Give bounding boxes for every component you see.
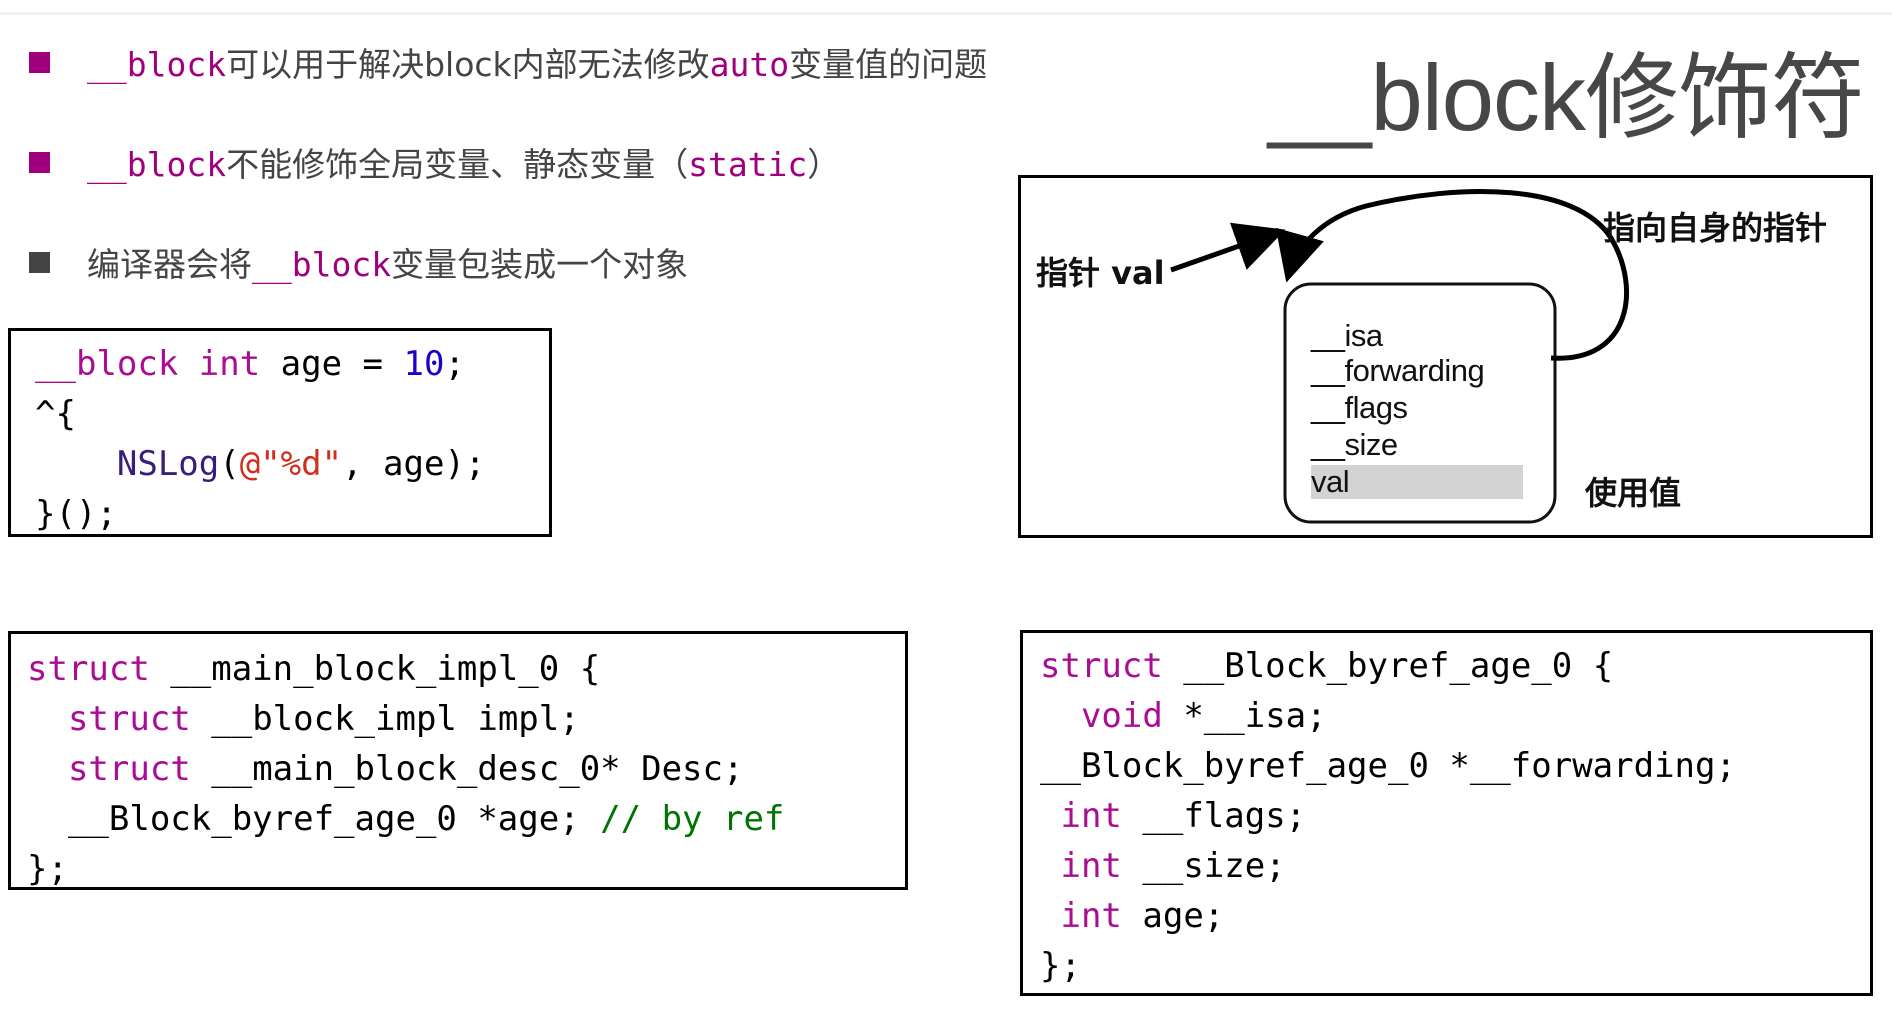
bullet-text: 编译器会将__block变量包装成一个对象 <box>87 238 688 286</box>
bullet-text-run: 变量值的问题 <box>789 45 988 84</box>
code-token <box>178 344 198 384</box>
code-line: __Block_byref_age_0 *age; // by ref <box>27 794 905 844</box>
code-line: }(); <box>35 489 549 539</box>
code-token <box>1040 896 1060 936</box>
code-token: }; <box>27 849 68 889</box>
code-line: struct __block_impl impl; <box>27 694 905 744</box>
field-flags: __flags <box>1311 390 1408 425</box>
diagram-arrows <box>1170 189 1630 524</box>
code-token: int <box>1060 846 1122 886</box>
bullet-item-2: __block不能修饰全局变量、静态变量（static） <box>29 138 840 186</box>
code-line: }; <box>27 844 905 894</box>
inline-code: static <box>688 145 808 184</box>
code-token: __Block_byref_age_0 { <box>1162 646 1614 686</box>
inline-code: __block <box>87 145 227 184</box>
code-token: struct <box>67 749 191 789</box>
byref-memory-diagram: 指针 val 指向自身的指针 使用值 __isa __forwarding __… <box>1018 175 1873 538</box>
code-token: __size; <box>1121 846 1286 886</box>
bullet-text: __block不能修饰全局变量、静态变量（static） <box>87 138 840 186</box>
bullet-text: __block可以用于解决block内部无法修改auto变量值的问题 <box>87 38 987 86</box>
code-token: }(); <box>35 494 117 534</box>
bullet-square-icon <box>29 151 50 173</box>
code-token: ; <box>444 344 465 384</box>
code-token: void <box>1080 696 1163 736</box>
code-line: int age; <box>1040 891 1870 941</box>
code-token: __block_impl impl; <box>190 699 580 739</box>
field-isa: __isa <box>1311 318 1383 353</box>
code-token: NSLog <box>116 444 220 484</box>
code-block-block-byref: struct __Block_byref_age_0 { void *__isa… <box>1020 630 1873 996</box>
code-token: int <box>1060 896 1122 936</box>
bullet-text-run: 变量包装成一个对象 <box>391 245 689 284</box>
code-token: @"%d" <box>239 444 343 484</box>
code-line: }; <box>1040 941 1870 991</box>
top-divider <box>0 12 1892 15</box>
code-token <box>1040 796 1060 836</box>
code-line: struct __main_block_impl_0 { <box>27 644 905 694</box>
code-token: ^{ <box>35 394 76 434</box>
bullet-item-1: __block可以用于解决block内部无法修改auto变量值的问题 <box>29 38 987 86</box>
bullet-square-icon <box>29 251 50 273</box>
code-token: int <box>1060 796 1122 836</box>
code-line: struct __Block_byref_age_0 { <box>1040 641 1870 691</box>
code-token: *__isa; <box>1162 696 1327 736</box>
bullet-item-3: 编译器会将__block变量包装成一个对象 <box>29 238 688 286</box>
code-block-usage: __block int age = 10; ^{ NSLog(@"%d", age… <box>8 328 552 537</box>
pointer-val-label: 指针 val <box>1036 254 1165 292</box>
code-block-main-block-impl: struct __main_block_impl_0 { struct __bl… <box>8 631 908 890</box>
self-pointer-label: 指向自身的指针 <box>1603 209 1828 247</box>
code-line: NSLog(@"%d", age); <box>35 439 549 489</box>
slide-title: __block修饰符 <box>1268 45 1865 150</box>
code-line: ^{ <box>35 389 549 439</box>
bullet-text-run: 编译器会将 <box>87 245 252 284</box>
pointer-val-arrow <box>1170 222 1286 273</box>
bullet-text-run: ） <box>807 145 841 184</box>
field-forwarding: __forwarding <box>1311 353 1485 388</box>
code-token <box>1040 846 1060 886</box>
val-highlight <box>1311 465 1523 499</box>
code-token: }; <box>1040 946 1081 986</box>
code-token: __flags; <box>1121 796 1307 836</box>
code-token: __Block_byref_age_0 *age; <box>27 799 601 839</box>
code-token: __Block_byref_age_0 *__forwarding; <box>1040 746 1736 786</box>
code-token: age = <box>260 344 404 384</box>
code-token: struct <box>1040 646 1163 686</box>
code-line: __Block_byref_age_0 *__forwarding; <box>1040 741 1870 791</box>
inline-code: __block <box>252 245 392 284</box>
code-token: 10 <box>403 344 445 384</box>
field-val: val <box>1311 464 1350 499</box>
code-token: age; <box>1121 896 1225 936</box>
code-token <box>27 749 68 789</box>
code-token: __main_block_desc_0* Desc; <box>190 749 744 789</box>
code-line: __block int age = 10; <box>35 339 549 389</box>
code-line: int __size; <box>1040 841 1870 891</box>
struct-record-box <box>1283 282 1557 524</box>
code-token <box>27 699 68 739</box>
code-token: struct <box>67 699 191 739</box>
code-line: struct __main_block_desc_0* Desc; <box>27 744 905 794</box>
code-token: __main_block_impl_0 { <box>149 649 601 689</box>
code-token <box>35 444 117 484</box>
code-line: void *__isa; <box>1040 691 1870 741</box>
inline-code: auto <box>709 45 790 84</box>
field-size: __size <box>1311 427 1398 462</box>
bullet-square-icon <box>29 51 50 73</box>
code-token: , age); <box>342 444 486 484</box>
use-value-label: 使用值 <box>1585 474 1682 512</box>
code-token: ( <box>219 444 240 484</box>
code-token: __block <box>35 344 179 384</box>
code-token: int <box>198 344 261 384</box>
inline-code: __block <box>87 45 227 84</box>
code-token: struct <box>27 649 150 689</box>
code-token <box>1040 696 1081 736</box>
forwarding-self-arrow <box>1275 189 1630 361</box>
bullet-text-run: 不能修饰全局变量、静态变量（ <box>226 145 689 184</box>
code-line: int __flags; <box>1040 791 1870 841</box>
code-token: // by ref <box>600 799 785 839</box>
bullet-text-run: 可以用于解决block内部无法修改 <box>226 45 710 84</box>
